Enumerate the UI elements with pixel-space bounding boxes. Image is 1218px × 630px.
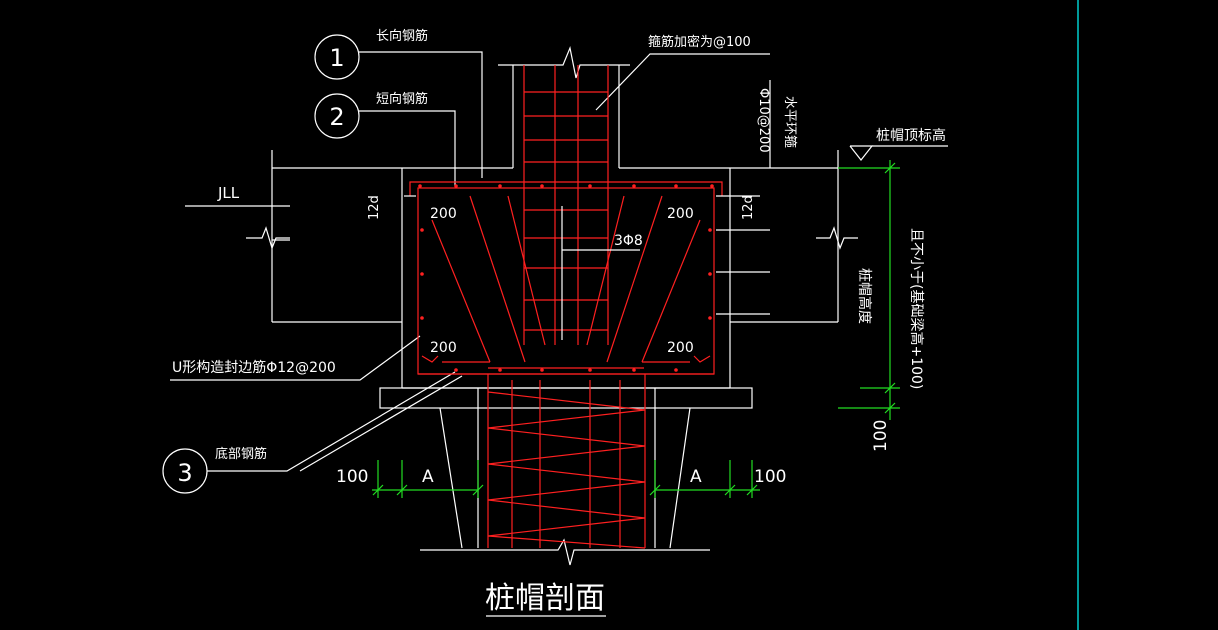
beam-rebar-marks: [272, 195, 770, 315]
callout-3-label: 底部钢筋: [215, 446, 267, 462]
u-bar-annotation: U形构造封边筋Φ12@200: [170, 335, 421, 381]
dim-200-top-left: 200: [430, 206, 457, 222]
cap-top-elevation-marker: 桩帽顶标高: [849, 127, 948, 161]
u-bar-label: U形构造封边筋Φ12@200: [172, 359, 336, 376]
dim-200-bottom-left: 200: [430, 340, 457, 356]
drawing-title-text: 桩帽剖面: [485, 581, 605, 616]
callout-1-label: 长向钢筋: [376, 28, 428, 44]
cap-top-elevation-label: 桩帽顶标高: [876, 127, 946, 144]
callout-1: 1 长向钢筋: [314, 28, 483, 178]
dimension-lines: [372, 160, 900, 498]
dim-a-left: A: [422, 467, 434, 487]
anchor-right-label: 12d: [741, 195, 756, 220]
callout-2: 2 短向钢筋: [314, 91, 456, 186]
dim-200-bottom-right: 200: [667, 340, 694, 356]
cap-rebar: [409, 65, 723, 549]
drawing-title: 桩帽剖面: [485, 581, 606, 617]
dim-100-left: 100: [336, 467, 368, 487]
rebar-dots: [418, 184, 714, 372]
stirrup-dense-label: 箍筋加密为@100: [648, 34, 751, 50]
callout-3-number: 3: [177, 459, 192, 487]
dim-100-vertical: 100: [871, 420, 891, 452]
horizontal-bar-note: 水平环箍: [782, 96, 798, 148]
stirrup-dense-annotation: 箍筋加密为@100: [595, 34, 770, 111]
dim-a-right: A: [690, 467, 702, 487]
beam-label: JLL: [217, 184, 240, 202]
cap-height-note: 且不小于(基础梁高+100): [908, 228, 925, 389]
callout-1-number: 1: [329, 44, 344, 72]
callout-2-label: 短向钢筋: [376, 91, 428, 107]
bars-3phi8-label: 3Φ8: [614, 233, 643, 249]
callout-3: 3 底部钢筋: [162, 371, 463, 494]
horizontal-bar-annotation: Φ10@200 水平环箍: [756, 80, 798, 168]
callout-2-number: 2: [329, 103, 344, 131]
cap-height-label: 桩帽高度: [856, 268, 873, 324]
anchor-left-label: 12d: [367, 195, 382, 220]
dim-100-right: 100: [754, 467, 786, 487]
bars-3phi8-annotation: 3Φ8: [561, 206, 643, 340]
horizontal-bar-label: Φ10@200: [756, 88, 771, 153]
dim-200-top-right: 200: [667, 206, 694, 222]
